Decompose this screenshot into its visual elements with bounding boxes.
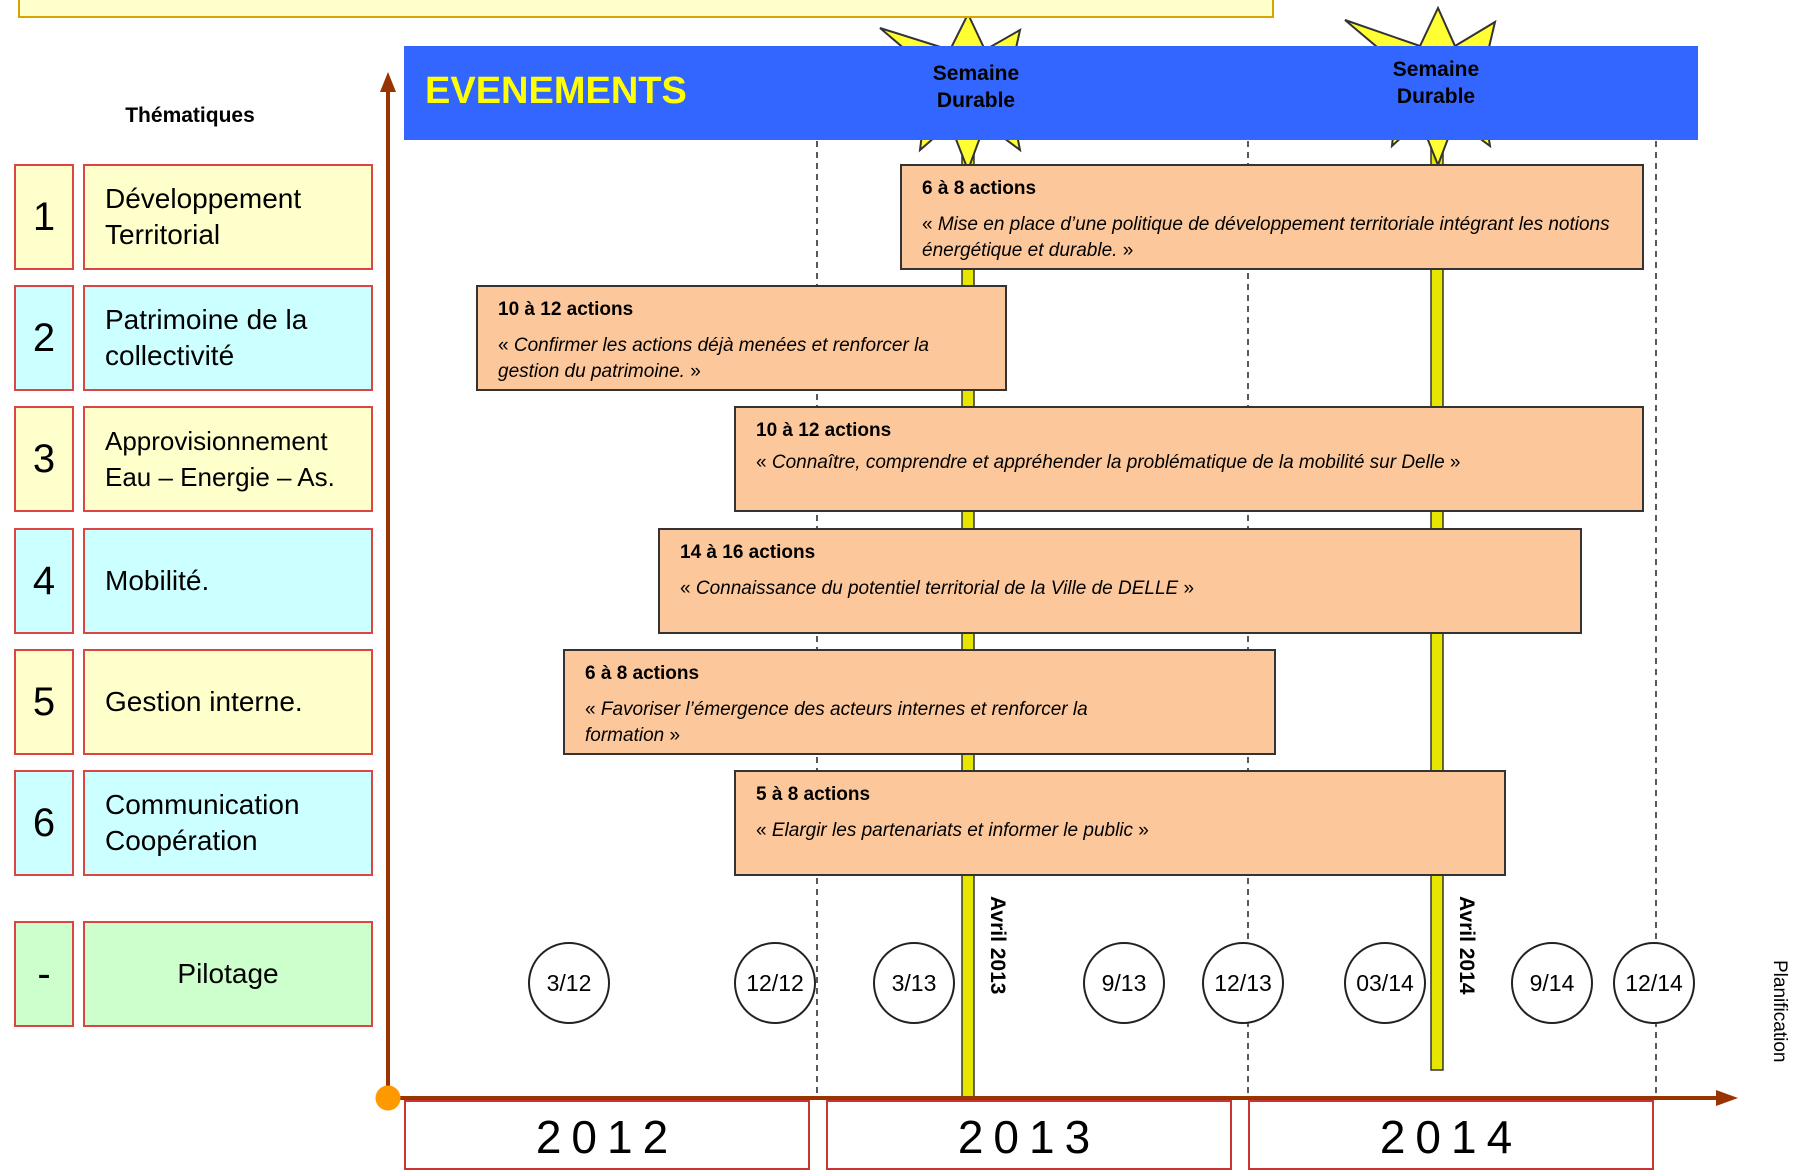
event-label-line2: Durable: [936, 89, 1016, 112]
y-axis-arrow: [380, 72, 396, 92]
event-label-2013: Semaine Durable: [906, 60, 1046, 114]
date-marker: 12/13: [1202, 942, 1284, 1024]
axis-label: Planification: [1769, 960, 1790, 1063]
milestone-label-2014: Avril 2014: [1455, 896, 1478, 995]
origin-dot: [375, 1085, 401, 1111]
event-label-line2: Durable: [1396, 85, 1476, 108]
axes: [380, 72, 1738, 1106]
title-box: [18, 0, 1274, 18]
action-box-4: 14 à 16 actions « Connaissance du potent…: [658, 528, 1582, 634]
x-axis-arrow: [1716, 1090, 1738, 1106]
action-count: 14 à 16 actions: [680, 542, 816, 563]
action-box-6: 5 à 8 actions « Elargir les partenariats…: [734, 770, 1506, 876]
date-marker: 12/12: [734, 942, 816, 1024]
theme-label: Gestion interne.: [83, 649, 373, 755]
thematiques-title: Thématiques: [125, 104, 255, 127]
action-description: « Connaître, comprendre et appréhender l…: [756, 452, 1461, 473]
date-marker: 03/14: [1344, 942, 1426, 1024]
action-description: « Favoriser l’émergence des acteurs inte…: [585, 699, 1088, 746]
theme-number: 5: [14, 649, 74, 755]
milestone-label-2013: Avril 2013: [986, 896, 1009, 995]
theme-label: Développement Territorial: [83, 164, 373, 270]
theme-number: 1: [14, 164, 74, 270]
events-label: EVENEMENTS: [425, 70, 687, 112]
theme-number: 6: [14, 770, 74, 876]
action-box-1: 6 à 8 actions « Mise en place d’une poli…: [900, 164, 1644, 270]
action-description: « Connaissance du potentiel territorial …: [680, 578, 1195, 599]
date-marker: 9/14: [1511, 942, 1593, 1024]
date-marker: 3/13: [873, 942, 955, 1024]
date-marker: 3/12: [528, 942, 610, 1024]
theme-label: Pilotage: [83, 921, 373, 1027]
theme-label: Approvisionnement Eau – Energie – As.: [83, 406, 373, 512]
theme-label: Mobilité.: [83, 528, 373, 634]
theme-number: 2: [14, 285, 74, 391]
action-count: 10 à 12 actions: [498, 299, 634, 320]
date-marker: 12/14: [1613, 942, 1695, 1024]
events-band: [404, 46, 1698, 140]
theme-label: Patrimoine de la collectivité: [83, 285, 373, 391]
date-marker: 9/13: [1083, 942, 1165, 1024]
action-count: 5 à 8 actions: [756, 784, 871, 805]
theme-number: 3: [14, 406, 74, 512]
action-box-2: 10 à 12 actions « Confirmer les actions …: [476, 285, 1007, 391]
action-description: « Elargir les partenariats et informer l…: [756, 820, 1149, 841]
event-label-line1: Semaine: [1392, 58, 1480, 81]
action-count: 6 à 8 actions: [585, 663, 700, 684]
event-label-line1: Semaine: [932, 62, 1020, 85]
action-description: « Mise en place d’une politique de dével…: [922, 214, 1610, 261]
event-label-2014: Semaine Durable: [1366, 56, 1506, 110]
action-box-3: 10 à 12 actions « Connaître, comprendre …: [734, 406, 1644, 512]
action-box-5: 6 à 8 actions « Favoriser l’émergence de…: [563, 649, 1276, 755]
theme-number: -: [14, 921, 74, 1027]
action-description: « Confirmer les actions déjà menées et r…: [498, 335, 929, 382]
theme-label: Communication Coopération: [83, 770, 373, 876]
action-count: 6 à 8 actions: [922, 178, 1037, 199]
theme-number: 4: [14, 528, 74, 634]
action-count: 10 à 12 actions: [756, 420, 892, 441]
